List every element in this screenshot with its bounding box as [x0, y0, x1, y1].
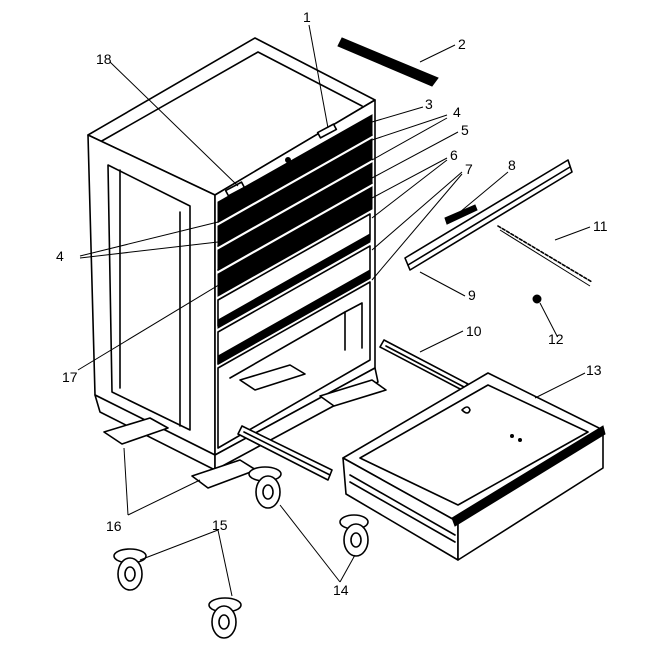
caster-14b	[339, 514, 369, 557]
top-rail-part	[337, 37, 439, 87]
callout-labels: 1 2 3 4 5 6 7 8 9 10 11 12 13 14 15 16 1…	[56, 9, 608, 598]
caster-15a	[113, 548, 147, 591]
callout-2: 2	[458, 36, 466, 52]
slide-rail-part	[404, 159, 573, 271]
callout-9: 9	[468, 287, 476, 303]
drawer-slide-left	[237, 425, 333, 481]
callout-3: 3	[425, 96, 433, 112]
screw-part	[532, 294, 542, 304]
callout-8: 8	[508, 157, 516, 173]
callout-18: 18	[96, 51, 112, 67]
drawer-part	[342, 372, 606, 561]
callout-1: 1	[303, 9, 311, 25]
drawer-slide-right	[379, 339, 469, 391]
callout-4-left: 4	[56, 248, 64, 264]
callout-10: 10	[466, 323, 482, 339]
caster-15b	[208, 597, 242, 639]
callout-16: 16	[106, 518, 122, 534]
callout-14: 14	[333, 582, 349, 598]
callout-5: 5	[461, 122, 469, 138]
callout-15: 15	[212, 517, 228, 533]
casters	[113, 466, 369, 639]
callout-4-right: 4	[453, 104, 461, 120]
leader-lines	[77, 24, 591, 597]
caster-14a	[248, 466, 282, 509]
callout-17: 17	[62, 369, 78, 385]
callout-11: 11	[593, 218, 608, 234]
callout-6: 6	[450, 147, 458, 163]
callout-12: 12	[548, 331, 564, 347]
chain-strip-part	[497, 225, 593, 287]
callout-13: 13	[586, 362, 602, 378]
callout-7: 7	[465, 161, 473, 177]
cabinet-drawers	[217, 114, 373, 449]
